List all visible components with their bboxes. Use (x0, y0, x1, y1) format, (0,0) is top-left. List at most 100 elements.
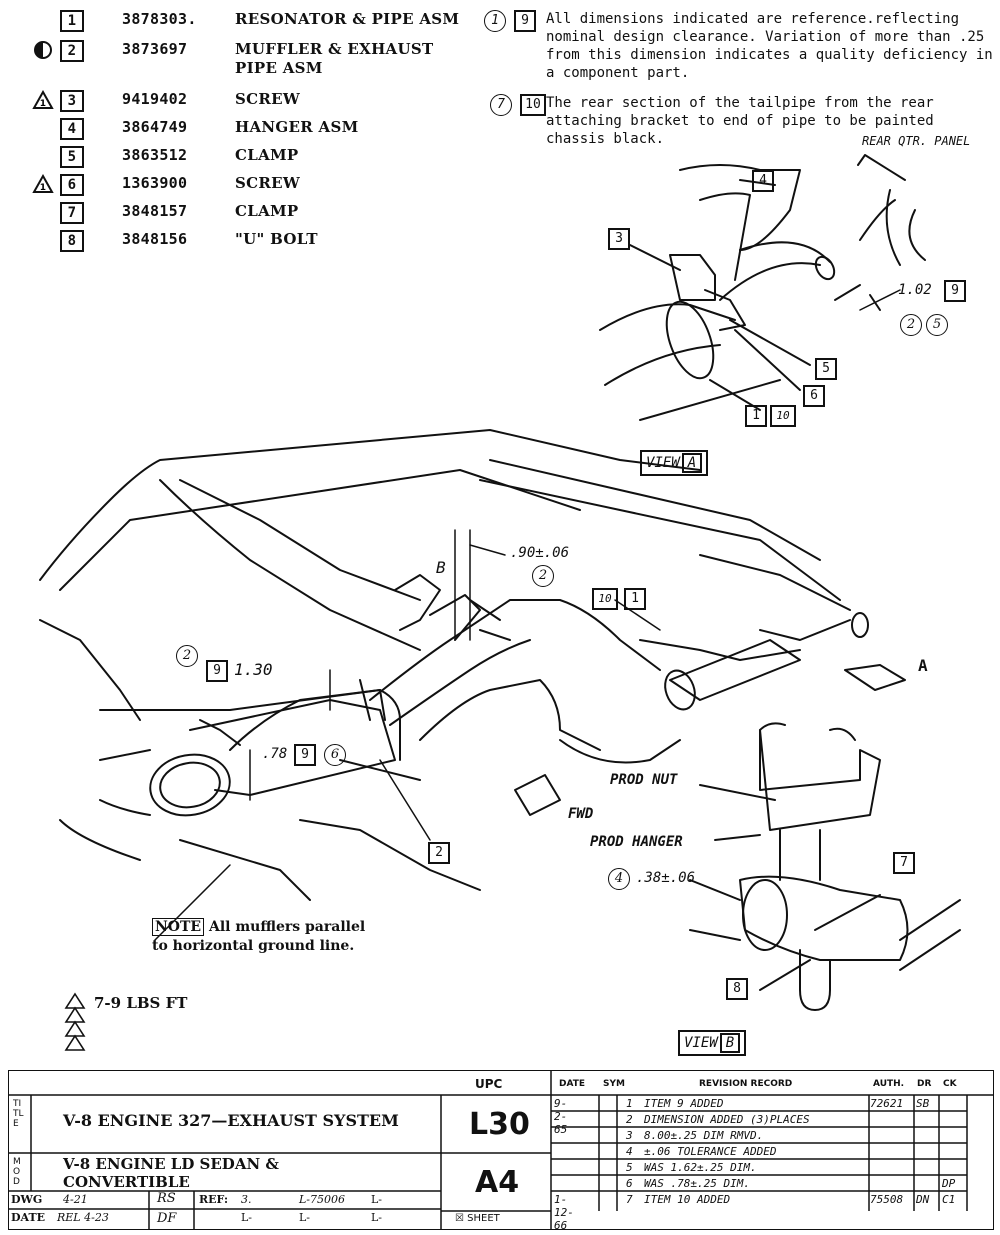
dr-header: DR (917, 1079, 932, 1089)
rev-dr: SB (916, 1097, 930, 1110)
part-description: CLAMP (235, 202, 299, 220)
view-b-drawing (689, 722, 961, 1011)
callout-5: 5 (815, 358, 837, 380)
ref-l4: L- (371, 1211, 383, 1224)
note-text-2: to horizontal ground line. (152, 938, 355, 954)
view-letter: A (681, 453, 703, 473)
part-description: CLAMP (235, 146, 299, 164)
rev-text: 8.00±.25 DIM RMVD. (644, 1129, 764, 1142)
part-code: 3863512 (122, 146, 188, 164)
svg-text:1: 1 (40, 99, 47, 109)
torque-triangles (62, 992, 88, 1056)
part-description: MUFFLER & EXHAUST PIPE ASM (235, 40, 434, 77)
dwg-label: DWG (11, 1193, 43, 1206)
model-line-2: CONVERTIBLE (63, 1173, 190, 1191)
part-code: 3864749 (122, 118, 188, 136)
rev-sym: 4 (626, 1145, 633, 1158)
part-number: 6 (60, 174, 84, 196)
dim-box-9: 9 (944, 280, 966, 302)
muffler-note: NOTE All mufflers parallel to horizontal… (152, 918, 365, 956)
note-text: All dimensions indicated are reference.r… (546, 11, 993, 81)
prod-nut-label: PROD NUT (610, 772, 678, 788)
dim-top: .90±.06 (510, 545, 570, 561)
dim-left-circle: 2 (176, 645, 198, 667)
note-box: 9 (514, 10, 536, 32)
dim-mid: .78 (262, 746, 288, 762)
dim-b: .38±.06 (636, 870, 696, 886)
ref-value: 3. (241, 1193, 252, 1206)
rev-sym: 3 (626, 1129, 633, 1142)
dim-1-02: 1.02 (898, 282, 932, 298)
main-view-drawing (39, 429, 851, 901)
ref-l2: L- (241, 1211, 253, 1224)
date-init: DF (157, 1211, 177, 1226)
part-number: 5 (60, 146, 84, 168)
rev-text: WAS .78±.25 DIM. (644, 1177, 750, 1190)
part-code: 3848156 (122, 230, 188, 248)
fwd-label: FWD (568, 806, 594, 822)
drawing-title: V-8 ENGINE 327—EXHAUST SYSTEM (63, 1111, 399, 1130)
revision-record: 9-2-65 1 ITEM 9 ADDED 72621 SB 2 DIMENSI… (8, 1070, 992, 1232)
rev-auth: 72621 (870, 1097, 904, 1110)
rev-sym: 7 (626, 1193, 633, 1206)
part-number: 4 (60, 118, 84, 140)
note-text: The rear section of the tailpipe from th… (546, 95, 934, 147)
part-code: 3878303. (122, 10, 197, 28)
half-circle-icon (34, 41, 52, 59)
dim-mid-circle: 6 (324, 744, 346, 766)
title-label: TITLE (13, 1099, 24, 1129)
rev-sym: 5 (626, 1161, 633, 1174)
revision-header: REVISION RECORD (699, 1079, 793, 1089)
rev-sym: 1 (626, 1097, 633, 1110)
note-label: NOTE (152, 918, 205, 936)
rev-ck: C1 (942, 1193, 956, 1206)
part-number: 2 (60, 40, 84, 62)
sheet-code: A4 (475, 1165, 520, 1200)
ref-label: REF: (199, 1193, 229, 1206)
auth-header: AUTH. (873, 1079, 905, 1089)
triangle-icon: 1 (32, 90, 54, 109)
rev-sym: 6 (626, 1177, 633, 1190)
date-rel: REL 4-23 (57, 1211, 109, 1224)
rev-date: 9-2-65 (554, 1097, 568, 1136)
model-line-1: V-8 ENGINE LD SEDAN & (63, 1155, 279, 1173)
callout-10-main: 10 (592, 588, 618, 610)
callout-3: 3 (608, 228, 630, 250)
rear-panel-label: REAR QTR. PANEL (862, 134, 971, 148)
prod-hanger-label: PROD HANGER (590, 834, 683, 850)
dim-left: 1.30 (234, 660, 273, 679)
svg-text:1: 1 (40, 183, 47, 193)
dim-left-box: 9 (206, 660, 228, 682)
rev-sym: 2 (626, 1113, 633, 1126)
ref-number: L-75006 (299, 1193, 346, 1206)
rev-text: DIMENSION ADDED (3)PLACES (644, 1113, 810, 1126)
note-circle: 1 (484, 10, 506, 32)
dimension-leaders (154, 289, 901, 941)
mod-label: MOD (13, 1157, 21, 1187)
callout-2-main: 2 (428, 842, 450, 864)
triangle-icon (64, 992, 86, 1051)
direction-arrows (514, 664, 906, 816)
ref-l3: L- (299, 1211, 311, 1224)
part-description: SCREW (235, 90, 301, 108)
part-code: 3848157 (122, 202, 188, 220)
dwg-date: 4-21 (63, 1193, 88, 1206)
date-header: DATE (559, 1079, 586, 1089)
view-title: VIEW (684, 1035, 718, 1051)
part-description: "U" BOLT (235, 230, 318, 248)
part-code: 3873697 (122, 40, 188, 58)
title-block: UPC DATE SYM REVISION RECORD AUTH. DR CK… (8, 1070, 994, 1230)
part-number: 1 (60, 10, 84, 32)
rev-text: WAS 1.62±.25 DIM. (644, 1161, 757, 1174)
label-b: B (436, 558, 446, 577)
callout-1-main: 1 (624, 588, 646, 610)
rev-text: ITEM 10 ADDED (644, 1193, 731, 1206)
rev-text: ±.06 TOLERANCE ADDED (644, 1145, 777, 1158)
part-description: HANGER ASM (235, 118, 359, 136)
note-circle: 7 (490, 94, 512, 116)
callout-7: 7 (893, 852, 915, 874)
title-block-grid (9, 1071, 993, 1229)
callout-1: 1 (745, 405, 767, 427)
ck-header: CK (943, 1079, 957, 1089)
